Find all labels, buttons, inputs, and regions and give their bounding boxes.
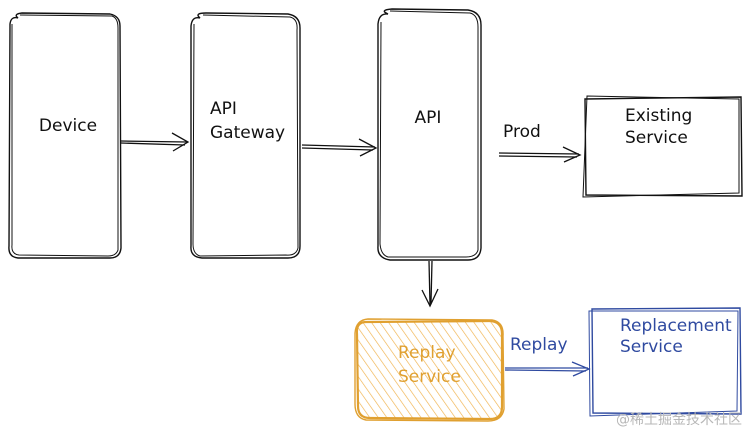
replacement-service-label-line1: Replacement (620, 316, 732, 336)
existing-service-node: Existing Service (582, 95, 743, 198)
replay-service-node: Replay Service (354, 318, 505, 422)
arrow-device-to-gateway (120, 132, 190, 152)
arrow-api-to-replay (421, 260, 439, 308)
existing-service-label-line1: Existing (625, 106, 692, 126)
replacement-service-node: Replacement Service (588, 307, 742, 417)
replay-service-label-line1: Replay (398, 343, 456, 363)
api-gateway-node: API Gateway (190, 12, 301, 259)
arrow-api-to-existing (498, 146, 582, 163)
api-gateway-label-line1: API (210, 99, 237, 119)
device-node: Device (8, 12, 122, 259)
arrow-gateway-to-api (301, 138, 378, 157)
watermark: @稀土掘金技术社区 (616, 412, 742, 428)
replacement-service-label-line2: Service (620, 337, 683, 357)
api-gateway-label-line2: Gateway (210, 123, 285, 143)
device-label: Device (39, 116, 97, 136)
api-node: API (377, 8, 482, 261)
arrow-replay-to-replacement (504, 361, 591, 377)
existing-service-label-line2: Service (625, 128, 688, 148)
prod-edge-label: Prod (503, 122, 541, 142)
api-label: API (415, 108, 442, 128)
replay-edge-label: Replay (510, 335, 568, 355)
replay-service-label-line2: Service (398, 367, 461, 387)
